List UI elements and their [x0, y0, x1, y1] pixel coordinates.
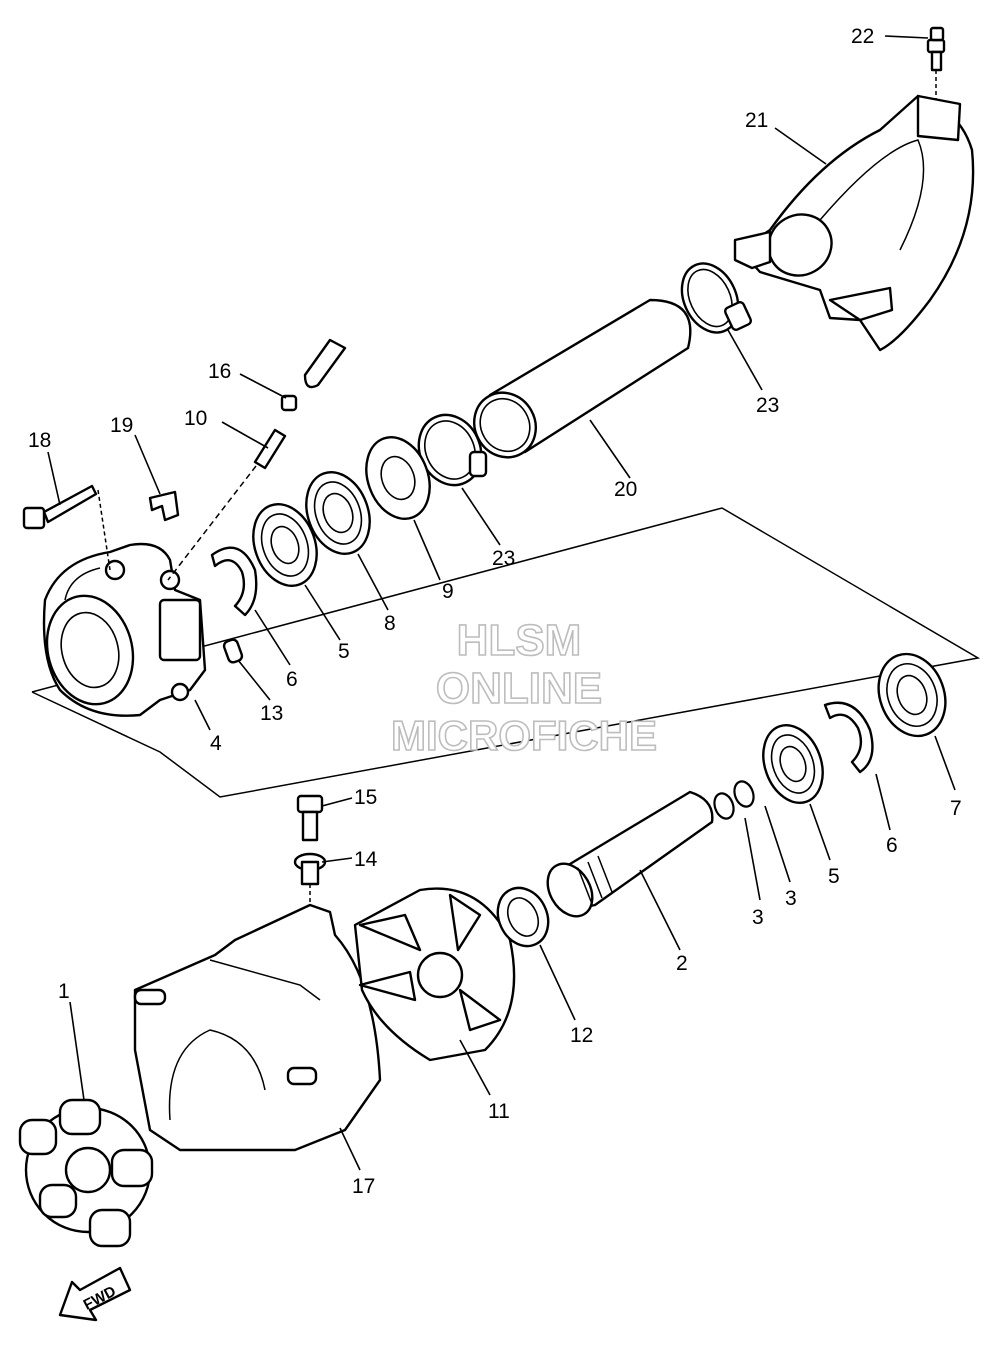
callout-22: 22 [851, 25, 874, 48]
callout-15: 15 [354, 786, 377, 809]
callout-14: 14 [354, 848, 378, 871]
callout-4: 4 [210, 732, 222, 755]
watermark: HLSM ONLINE MICROFICHE [390, 615, 658, 760]
callout-6b: 6 [886, 834, 898, 857]
part-19-clip[interactable] [148, 490, 180, 522]
fwd-arrow-icon: FWD [58, 1266, 132, 1322]
part-23-clamp-upper[interactable] [671, 254, 753, 341]
callout-labels: 1 2 3 3 4 5 5 6 6 7 8 9 10 11 12 13 14 1… [28, 25, 962, 1198]
callout-5b: 5 [828, 865, 840, 888]
watermark-line3: MICROFICHE [391, 712, 657, 759]
callout-11: 11 [488, 1100, 510, 1123]
part-8-bearing[interactable] [295, 463, 380, 562]
part-3-o-ring-b[interactable] [731, 779, 757, 810]
part-16-fitting[interactable] [280, 338, 347, 412]
part-10-fitting[interactable] [167, 428, 287, 581]
part-6-circlip-upper[interactable] [210, 546, 258, 617]
assembly-boundary [31, 507, 981, 798]
part-23-clamp-middle[interactable] [408, 405, 493, 496]
leader-lines [47, 35, 956, 1171]
callout-23b: 23 [492, 547, 515, 570]
callout-3b: 3 [785, 887, 797, 910]
callout-12: 12 [570, 1024, 593, 1047]
callout-13: 13 [260, 702, 283, 725]
callout-17: 17 [352, 1175, 375, 1198]
watermark-line2: ONLINE [436, 664, 602, 713]
watermark-line1: HLSM [457, 616, 582, 665]
part-22-bolt[interactable] [926, 26, 946, 100]
callout-7: 7 [950, 797, 962, 820]
callout-21: 21 [745, 109, 768, 132]
part-5-bearing-upper[interactable] [242, 495, 327, 594]
part-13-pin[interactable] [222, 638, 244, 664]
part-20-tube[interactable] [463, 298, 692, 469]
part-6-circlip-lower[interactable] [823, 701, 874, 774]
part-1-damper[interactable] [18, 1098, 154, 1248]
callout-5a: 5 [338, 640, 350, 663]
callout-16: 16 [208, 360, 231, 383]
callout-6a: 6 [286, 668, 298, 691]
part-12-seal-ring[interactable] [489, 880, 558, 955]
part-7-bearing[interactable] [868, 645, 957, 746]
callout-19: 19 [110, 414, 133, 437]
callout-20: 20 [614, 478, 637, 501]
callout-1: 1 [58, 980, 70, 1003]
callout-2: 2 [676, 952, 688, 975]
part-14-collar[interactable] [293, 852, 327, 905]
part-21-nozzle-cover[interactable] [733, 94, 975, 352]
part-18-bolt[interactable] [22, 484, 111, 571]
part-9-seal[interactable] [355, 428, 440, 527]
callout-23a: 23 [756, 394, 779, 417]
part-17-cover[interactable] [133, 903, 382, 1152]
part-11-impeller[interactable] [353, 887, 516, 1062]
part-2-shaft[interactable] [539, 790, 714, 924]
part-15-bolt[interactable] [296, 794, 324, 842]
callout-10: 10 [184, 407, 207, 430]
part-3-o-ring-a[interactable] [711, 791, 737, 822]
callout-18: 18 [28, 429, 51, 452]
callout-3a: 3 [752, 906, 764, 929]
part-4-housing[interactable] [35, 542, 207, 717]
part-5-bearing-lower[interactable] [753, 717, 833, 811]
callout-8: 8 [384, 612, 396, 635]
callout-9: 9 [442, 580, 454, 603]
